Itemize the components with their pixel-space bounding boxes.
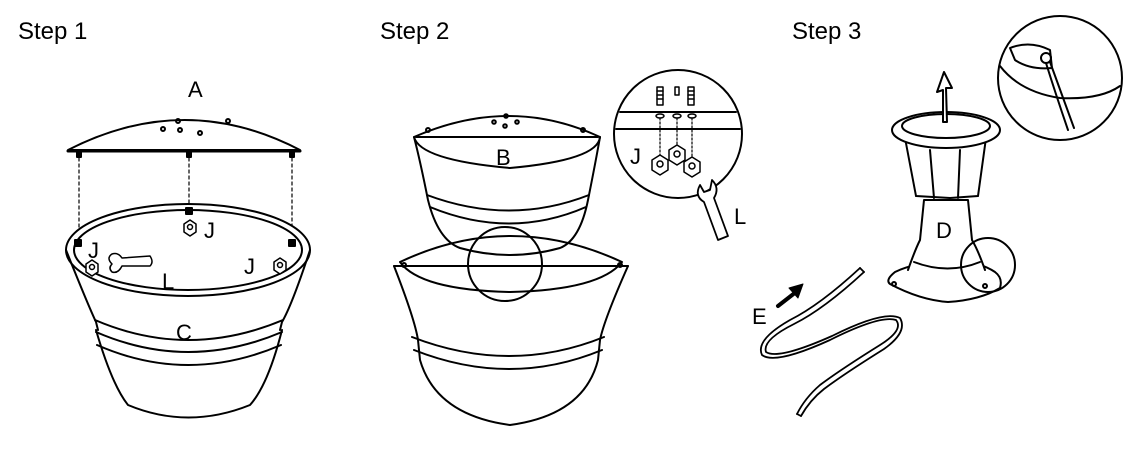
wrench-l <box>108 252 153 274</box>
label-a: A <box>188 77 203 102</box>
label-e: E <box>752 304 767 329</box>
base-c <box>65 203 311 419</box>
zoom-detail-tube <box>997 15 1123 141</box>
labels: A C J J J L B J L D E <box>88 77 952 345</box>
stand-d <box>887 71 1016 303</box>
label-d: D <box>936 218 952 243</box>
step-1-illustration <box>65 118 311 419</box>
label-j-4: J <box>630 144 641 169</box>
label-j-2: J <box>88 238 99 263</box>
detail-highlight <box>467 226 543 302</box>
tube-e <box>760 267 903 417</box>
label-j-1: J <box>204 218 215 243</box>
step-3-title: Step 3 <box>792 18 862 45</box>
step-2-title: Step 2 <box>380 18 450 45</box>
arrow-icon <box>776 283 804 308</box>
step-2-illustration <box>393 69 743 426</box>
step-3-illustration <box>760 15 1123 417</box>
label-b: B <box>496 145 511 170</box>
upper-bowl-b <box>413 113 601 256</box>
label-l-1: L <box>162 269 174 294</box>
step-1-title: Step 1 <box>18 18 88 45</box>
lid-a <box>66 118 302 158</box>
lower-base <box>393 235 629 426</box>
nuts-j <box>85 219 287 277</box>
label-l-2: L <box>734 204 746 229</box>
label-j-3: J <box>244 254 255 279</box>
zoom-detail <box>613 69 743 241</box>
label-c: C <box>176 320 192 345</box>
